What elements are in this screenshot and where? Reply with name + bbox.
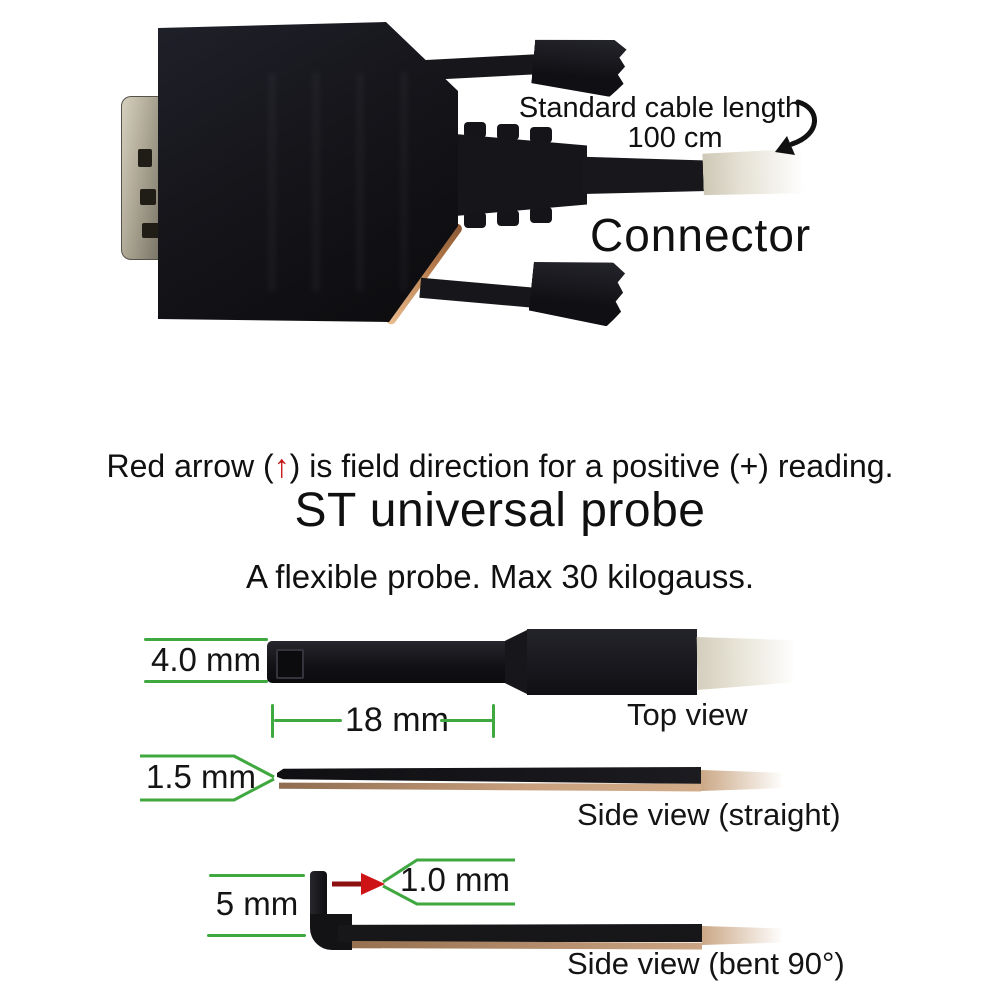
bent-probe-copper: [352, 941, 702, 950]
pin-slot: [140, 189, 156, 205]
upper-branch-plug: [531, 33, 628, 98]
bent-probe-stem: [310, 871, 327, 923]
strain-relief-rib: [464, 212, 486, 228]
width-dimension-line-bottom: [144, 680, 268, 683]
bent-probe-cable: [702, 926, 792, 945]
pin-slot: [138, 149, 152, 167]
thickness-label: 1.5 mm: [146, 758, 257, 795]
strain-relief-rib: [530, 207, 552, 223]
thickness-callout-bracket: [140, 754, 275, 802]
connector-label: Connector: [590, 209, 812, 261]
main-cable-black: [583, 156, 707, 194]
side-bent-label: Side view (bent 90°): [567, 946, 845, 981]
length-dimension-line-right: [440, 719, 494, 722]
tip-callout-bracket: [382, 858, 515, 906]
red-up-arrow-icon: ↑: [273, 448, 290, 484]
sensor-window: [276, 649, 304, 679]
width-label: 4.0 mm: [150, 641, 262, 678]
cable-length-value: 100 cm: [627, 122, 723, 154]
stem-dimension-line-top: [209, 874, 305, 877]
lower-branch-cable: [419, 277, 541, 309]
probe-top-view-shank: [267, 641, 507, 683]
tip-label: 1.0 mm: [400, 861, 511, 898]
pin-slot: [142, 223, 160, 238]
length-dimension-tick-left: [271, 704, 274, 738]
strain-relief-boot: [455, 134, 587, 216]
probe-side-straight-cable: [701, 770, 793, 791]
probe-side-straight-copper: [279, 782, 701, 792]
strain-relief-rib: [497, 210, 519, 226]
strain-relief-rib: [530, 127, 552, 143]
field-direction-arrow-icon: [332, 873, 385, 895]
note-post: ) is field direction for a positive (+) …: [289, 448, 894, 484]
bent-probe-black: [338, 924, 702, 942]
length-dimension-tick-right: [492, 704, 495, 738]
width-dimension-line-top: [144, 638, 268, 641]
lower-branch-plug: [528, 254, 626, 327]
strain-relief-rib: [464, 122, 486, 138]
cable-length-label: Standard cable length: [518, 92, 802, 124]
field-direction-note: Red arrow (↑) is field direction for a p…: [0, 450, 1000, 482]
top-view-label: Top view: [627, 697, 748, 732]
stem-dimension-line-bottom: [207, 934, 306, 937]
stem-label: 5 mm: [215, 885, 299, 922]
side-straight-label: Side view (straight): [577, 797, 841, 832]
housing-ridges: [268, 72, 418, 292]
length-dimension-line-left: [274, 719, 342, 722]
probe-top-view-cable: [697, 634, 806, 690]
strain-relief-rib: [497, 124, 519, 140]
probe-top-view-taper: [505, 629, 529, 695]
length-label: 18 mm: [345, 701, 449, 739]
curved-arrow-icon: [775, 99, 817, 155]
note-pre: Red arrow (: [106, 448, 274, 484]
probe-subtitle: A flexible probe. Max 30 kilogauss.: [245, 558, 755, 595]
connector-housing: [158, 22, 458, 322]
probe-title: ST universal probe: [294, 484, 706, 537]
probe-side-straight-black: [277, 767, 701, 784]
probe-top-view-handle: [527, 629, 697, 695]
